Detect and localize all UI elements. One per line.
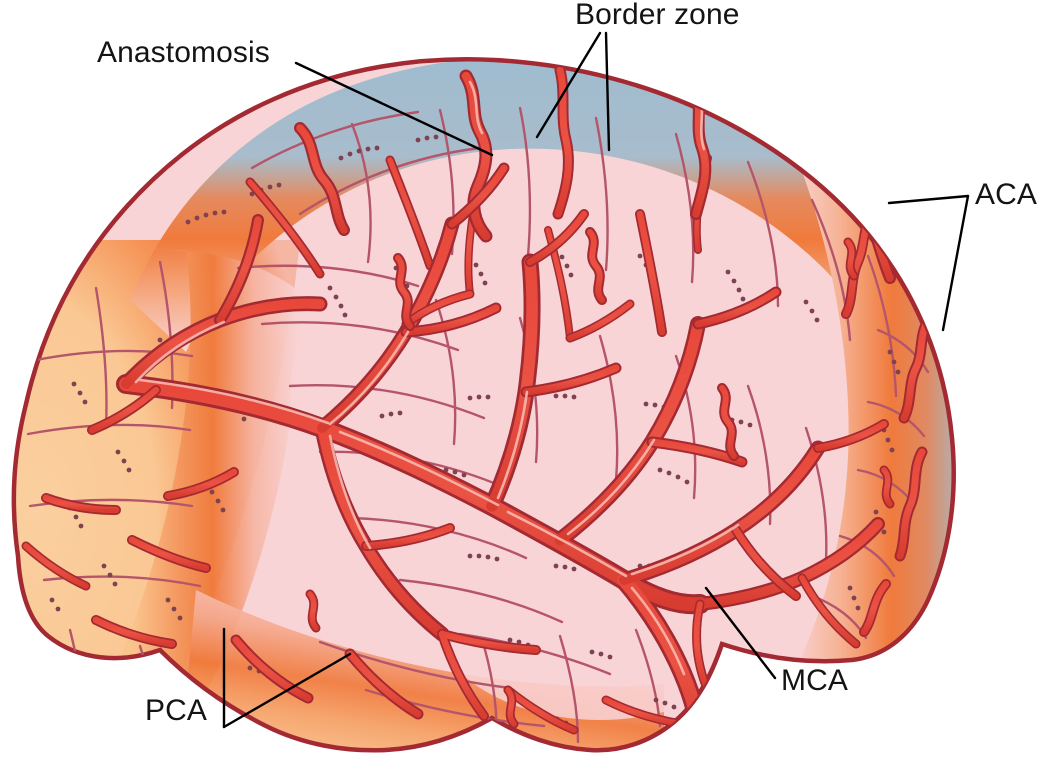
label-border-zone: Border zone (575, 0, 740, 31)
label-anastomosis: Anastomosis (97, 36, 270, 69)
leader-line-border-zone-right (604, 31, 611, 152)
artery-secondary-fill (23, 164, 888, 733)
artery-tortuous-branches-fill (307, 229, 893, 727)
leader-line-aca-lower (941, 194, 970, 332)
leader-line-mca (704, 586, 777, 680)
arterial-tree-group (21, 64, 936, 751)
leader-line-border-zone-left (535, 31, 602, 139)
pca-mca-border-zone-fill (70, 249, 300, 751)
leader-line-anastomosis (294, 61, 494, 157)
leader-line-pca-lower (222, 652, 352, 729)
artery-highlights (134, 80, 740, 676)
leader-line-aca-upper (887, 194, 970, 205)
leader-lines-group (222, 31, 970, 729)
aca-superior-territory-fill (130, 59, 852, 352)
label-aca: ACA (975, 178, 1037, 211)
label-mca: MCA (781, 664, 848, 697)
label-pca: PCA (145, 694, 207, 727)
brain-outline (11, 57, 956, 753)
